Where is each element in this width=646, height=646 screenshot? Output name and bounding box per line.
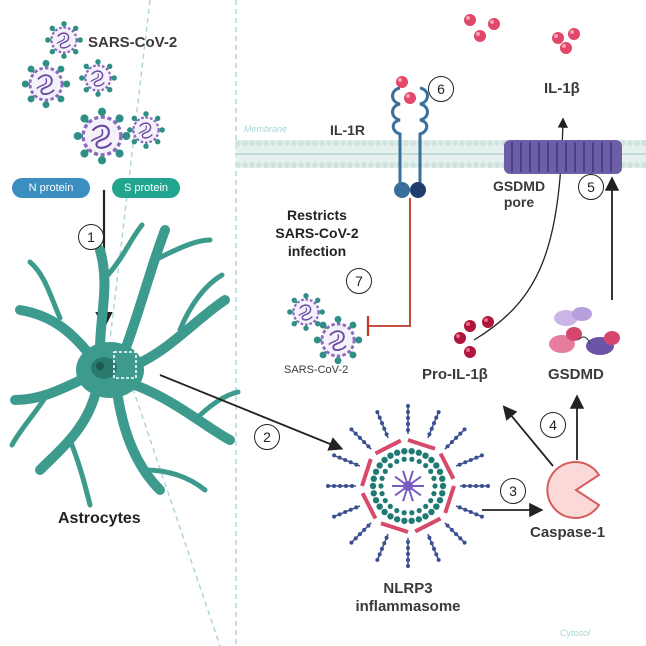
astrocyte-nucleus [91, 357, 117, 379]
sars-cov-2-title: SARS-CoV-2 [88, 34, 178, 51]
inflammasome-line1: NLRP3 [383, 580, 433, 597]
restricts-label: Restricts SARS-CoV-2 infection [262, 206, 372, 260]
inhibition-line [368, 198, 411, 327]
gsdmd-pore-label-line2: pore [503, 194, 535, 210]
membrane-label: Membrane [244, 124, 288, 134]
step-2-marker: 2 [254, 424, 280, 450]
restricts-line3: infection [287, 243, 347, 259]
step-3-marker: 3 [500, 478, 526, 504]
inflammasome-line2: inflammasome [355, 598, 461, 615]
gsdmd-pore-label-line1: GSDMD [492, 178, 546, 194]
virus-particle [77, 57, 119, 99]
il1r-label: IL-1R [330, 122, 365, 138]
virus-particle [43, 19, 85, 61]
caspase-1-label: Caspase-1 [530, 524, 606, 541]
gsdmd-pore [504, 140, 622, 174]
restricts-line2: SARS-CoV-2 [275, 225, 359, 241]
step-7-marker: 7 [346, 268, 372, 294]
pro-il1b-label: Pro-IL-1β [422, 366, 488, 383]
step-5-marker: 5 [578, 174, 604, 200]
pro-il1b-molecules [454, 316, 494, 358]
virus-particle [125, 109, 167, 151]
il1r-receptor [391, 86, 429, 186]
restricts-line1: Restricts [287, 207, 347, 223]
astrocyte-nucleolus [96, 362, 104, 370]
zoom-box [113, 351, 137, 379]
gsdmd-label: GSDMD [548, 366, 604, 383]
virus-particle [312, 314, 364, 366]
s-protein-pill: S protein [112, 178, 180, 198]
gsdmd-pore-label: GSDMD pore [484, 178, 554, 210]
virus-particle [71, 105, 133, 167]
il1b-label: IL-1β [544, 80, 580, 97]
astrocyte-cell [9, 222, 241, 508]
il1r-intracellular-domain [394, 182, 426, 198]
inflammasome-label: NLRP3 inflammasome [350, 580, 466, 616]
cytosol-label: Cytosol [560, 628, 591, 638]
arrow-to-inflammasome [159, 374, 344, 451]
caspase-1-enzyme [546, 461, 601, 519]
gsdmd-proteins [549, 307, 620, 355]
n-protein-pill: N protein [12, 178, 90, 198]
sars-cov-2-small-label: SARS-CoV-2 [284, 364, 349, 376]
step-1-marker: 1 [78, 224, 104, 250]
virus-particle [285, 291, 327, 333]
astrocytes-label: Astrocytes [58, 510, 141, 527]
arrow-to-pro-il1b [502, 405, 554, 467]
virus-particle [20, 58, 72, 110]
zoom-guide-lines [109, 0, 237, 646]
step-6-marker: 6 [428, 76, 454, 102]
nlrp3-inflammasome [326, 404, 490, 568]
step-4-marker: 4 [540, 412, 566, 438]
